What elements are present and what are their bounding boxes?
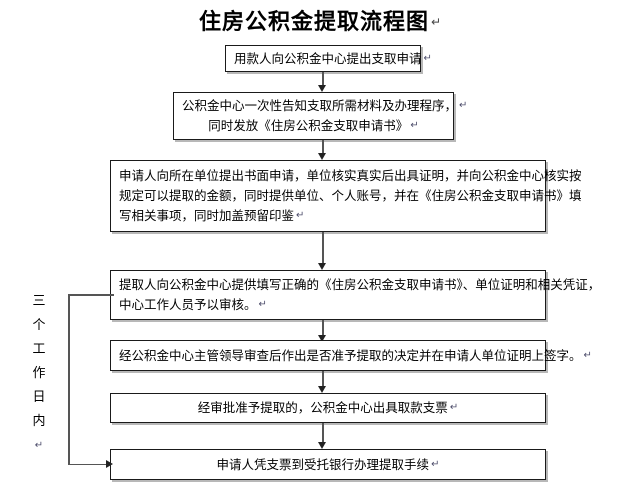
flow-node-text: 公积金中心一次性告知支取所需材料及办理程序， bbox=[182, 98, 458, 113]
flow-node-leader-approval-decision[interactable]: 经公积金中心主管领导审查后作出是否准予提取的决定并在申请人单位证明上签字。↵ bbox=[110, 340, 592, 371]
flow-node-center-one-time-notice[interactable]: 公积金中心一次性告知支取所需材料及办理程序，↵ 同时发放《住房公积金支取申请书》… bbox=[173, 92, 467, 140]
flow-node-written-application-to-employer[interactable]: 申请人向所在单位提出书面申请，单位核实真实后出具证明，并向公积金中心核实按 规定… bbox=[110, 160, 582, 232]
paragraph-mark-icon: ↵ bbox=[423, 52, 432, 64]
flow-node-text: 写相关事项，同时加盖预留印鉴 bbox=[119, 208, 295, 223]
connector-arrow-1-2 bbox=[318, 72, 327, 92]
flow-node-text: 申请人凭支票到受托银行办理提取手续 bbox=[216, 456, 430, 472]
three-day-span-bracket bbox=[68, 294, 114, 468]
flow-node-line: 公积金中心一次性告知支取所需材料及办理程序，↵ bbox=[182, 96, 467, 116]
flow-node-issue-withdrawal-check[interactable]: 经审批准予提取的，公积金中心出具取款支票↵ bbox=[110, 393, 546, 423]
bracket-left-segment bbox=[68, 294, 70, 465]
flow-node-line: 同时发放《住房公积金支取申请书》↵ bbox=[182, 116, 445, 136]
vlabel-char: 作 bbox=[32, 366, 46, 381]
vlabel-char: 三 bbox=[32, 294, 46, 309]
flow-node-line: 提取人向公积金中心提供填写正确的《住房公积金支取申请书》、单位证明和相关凭证， bbox=[119, 275, 600, 295]
flow-node-text: 申请人向所在单位提出书面申请，单位核实真实后出具证明，并向公积金中心核实按 bbox=[119, 168, 582, 183]
vlabel-char: 工 bbox=[32, 342, 46, 357]
three-working-days-label: 三 个 工 作 日 内 ↵ bbox=[28, 290, 50, 458]
paragraph-mark-icon: ↵ bbox=[258, 299, 267, 310]
flow-node-collect-at-entrusted-bank[interactable]: 申请人凭支票到受托银行办理提取手续↵ bbox=[110, 449, 546, 480]
flow-node-line: 申请人向所在单位提出书面申请，单位核实真实后出具证明，并向公积金中心核实按 bbox=[119, 166, 582, 186]
paragraph-mark-icon: ↵ bbox=[296, 210, 305, 221]
connector-arrow-2-3 bbox=[318, 140, 327, 160]
paragraph-mark-icon: ↵ bbox=[410, 120, 419, 131]
paragraph-mark-icon: ↵ bbox=[431, 458, 440, 470]
flow-node-apply-to-fund-center[interactable]: 用款人向公积金中心提出支取申请↵ bbox=[225, 45, 432, 72]
flow-node-line: 中心工作人员予以审核。↵ bbox=[119, 295, 537, 315]
paragraph-mark-icon: ↵ bbox=[34, 440, 44, 451]
flow-node-line: 申请人凭支票到受托银行办理提取手续↵ bbox=[119, 455, 537, 475]
bracket-bottom-segment bbox=[68, 463, 107, 465]
flow-node-line: 写相关事项，同时加盖预留印鉴↵ bbox=[119, 206, 537, 226]
flow-node-text: 同时发放《住房公积金支取申请书》 bbox=[208, 118, 409, 133]
flow-node-text: 经审批准予提取的，公积金中心出具取款支票 bbox=[197, 400, 448, 415]
flow-node-line: 用款人向公积金中心提出支取申请↵ bbox=[234, 49, 432, 69]
vlabel-char: 个 bbox=[32, 318, 46, 333]
vlabel-char: 日 bbox=[32, 390, 46, 405]
page-title: 住房公积金提取流程图↵ bbox=[0, 8, 641, 37]
flow-node-text: 用款人向公积金中心提出支取申请 bbox=[234, 50, 422, 66]
connector-arrow-3-4 bbox=[318, 232, 327, 270]
flow-node-text: 提取人向公积金中心提供填写正确的《住房公积金支取申请书》、单位证明和相关凭证， bbox=[119, 277, 601, 292]
flow-node-submit-materials-for-review[interactable]: 提取人向公积金中心提供填写正确的《住房公积金支取申请书》、单位证明和相关凭证， … bbox=[110, 270, 600, 320]
connector-arrow-5-6 bbox=[318, 371, 327, 393]
flow-node-line: 规定可以提取的金额，同时提供单位、个人账号，并在《住房公积金支取申请书》填 bbox=[119, 186, 582, 206]
page-title-text: 住房公积金提取流程图 bbox=[198, 10, 429, 35]
connector-arrow-6-7 bbox=[318, 423, 327, 449]
flow-node-line: 经公积金中心主管领导审查后作出是否准予提取的决定并在申请人单位证明上签字。↵ bbox=[119, 346, 592, 366]
paragraph-mark-icon: ↵ bbox=[430, 15, 443, 29]
bracket-arrowhead-icon bbox=[106, 459, 113, 468]
flow-node-text: 经公积金中心主管领导审查后作出是否准予提取的决定并在申请人单位证明上签字。 bbox=[119, 347, 582, 363]
vlabel-char: 内 bbox=[32, 414, 46, 429]
flow-node-line: 经审批准予提取的，公积金中心出具取款支票↵ bbox=[119, 398, 537, 418]
flow-node-text: 规定可以提取的金额，同时提供单位、个人账号，并在《住房公积金支取申请书》填 bbox=[119, 188, 582, 203]
flow-node-text: 中心工作人员予以审核。 bbox=[119, 297, 257, 312]
paragraph-mark-icon: ↵ bbox=[449, 402, 459, 413]
paragraph-mark-icon: ↵ bbox=[459, 100, 468, 111]
bracket-top-segment bbox=[68, 294, 114, 296]
connector-arrow-4-5 bbox=[318, 320, 327, 342]
paragraph-mark-icon: ↵ bbox=[583, 349, 592, 361]
